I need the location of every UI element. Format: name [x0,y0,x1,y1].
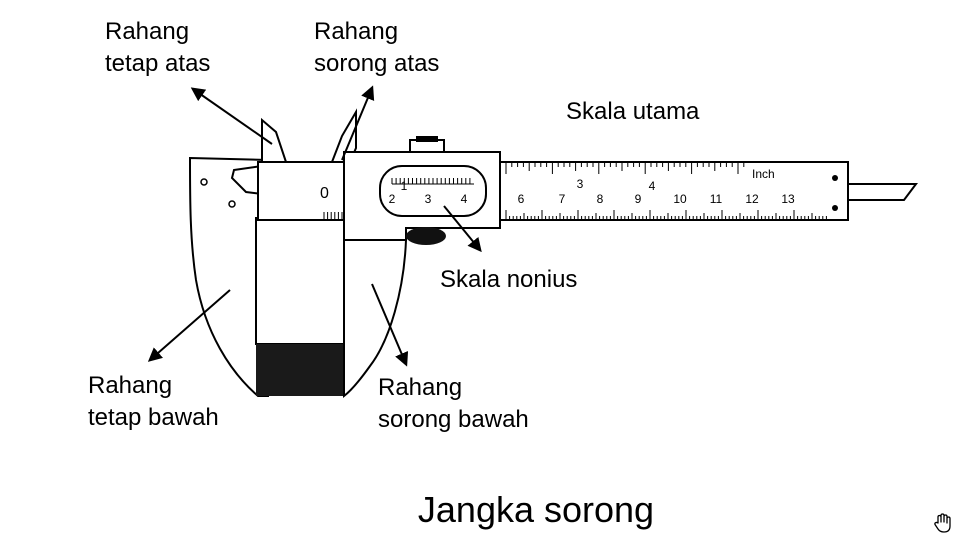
vernier-numbers: 12 3 4 [389,179,468,206]
label-vernier-scale: Skala nonius [440,264,577,296]
label-line: sorong bawah [378,406,529,433]
screw-hole [200,178,208,186]
cm-number: 7 [559,192,566,206]
vernier-scale-ticks [391,178,474,185]
arrow-fixed-upper-jaw [190,87,273,145]
cm-number: 11 [710,192,723,206]
label-line: Rahang [314,18,399,45]
cm-number: 10 [673,192,687,206]
label-line: Rahang [105,18,190,45]
label-line: Rahang [88,372,173,399]
main-scale-ticks [505,162,827,220]
label-line: Rahang [378,374,463,401]
zero-mark: 0 [320,185,329,202]
label-line: Skala utama [566,98,700,125]
label-fixed-upper-jaw: Rahang tetap atas [105,16,210,80]
inch-number: 4 [649,179,656,193]
thumb-wheel [406,227,446,245]
measured-object [255,217,345,345]
cm-number: 13 [781,192,795,206]
label-sliding-upper-jaw: Rahang sorong atas [314,16,439,80]
screw-hole [228,200,236,208]
cm-number: 9 [635,192,642,206]
arrow-vernier-scale [443,205,482,253]
cm-number: 12 [745,192,759,206]
beam-rivet [832,205,838,211]
fixed-lower-jaw-shape [188,156,269,397]
label-line: sorong atas [314,50,440,77]
arrow-sliding-lower-jaw [371,283,409,367]
thumb-screw-cap [416,136,438,142]
beam-rivet [832,175,838,181]
vernier-window [379,165,487,217]
vernier-number: 2 [389,192,396,206]
arrow-fixed-lower-jaw [147,289,231,362]
depth-rod [847,183,918,201]
label-line: Skala nonius [440,266,578,293]
vernier-number: 1 [401,179,408,193]
cm-numbers: 6 7 8 9 10 11 12 13 [518,192,795,206]
measured-object-base [256,344,344,396]
label-sliding-lower-jaw: Rahang sorong bawah [378,372,529,436]
label-fixed-lower-jaw: Rahang tetap bawah [88,370,219,434]
cm-number: 6 [518,192,525,206]
cm-number: 8 [597,192,604,206]
arrow-sliding-upper-jaw [341,85,375,161]
inch-label: Inch [752,167,775,181]
hand-cursor-icon [934,513,951,533]
label-line: tetap atas [105,50,211,77]
vernier-number: 4 [461,192,468,206]
label-line: tetap bawah [88,404,219,431]
vernier-number: 3 [425,192,432,206]
diagram-title: Jangka sorong [417,489,655,530]
zero-scale-ticks [323,212,343,220]
label-main-scale: Skala utama [566,96,699,128]
inch-number: 3 [577,177,584,191]
